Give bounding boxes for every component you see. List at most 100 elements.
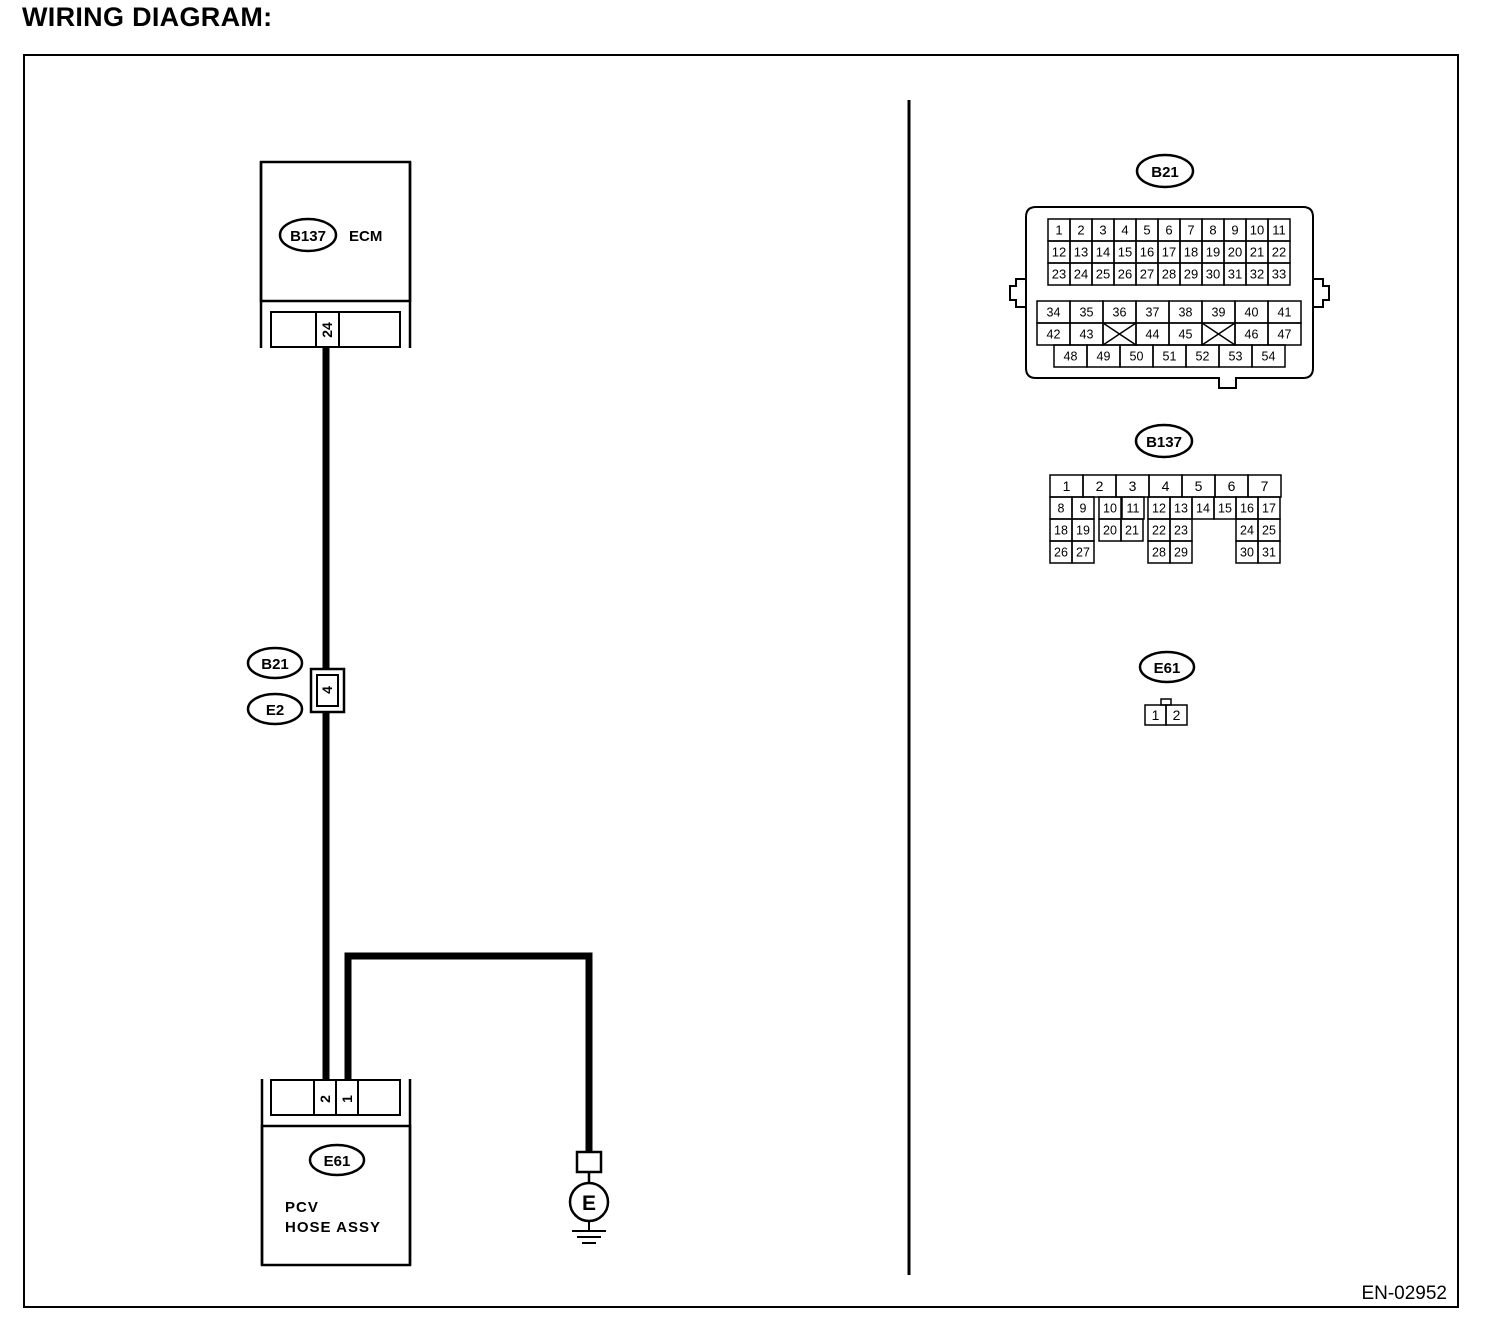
pin-number: 18 bbox=[1184, 245, 1198, 260]
ecm-name: ECM bbox=[349, 228, 382, 245]
ecm-block: B137 ECM 24 bbox=[259, 160, 412, 348]
e61-badge bbox=[1138, 650, 1196, 684]
pin-number: 2 bbox=[1077, 223, 1084, 238]
pin-number: 12 bbox=[1152, 502, 1166, 516]
blocked-pin-cross bbox=[1201, 322, 1236, 346]
pin-number: 38 bbox=[1179, 306, 1193, 320]
pin-number: 28 bbox=[1162, 267, 1176, 282]
joint-bottom-badge bbox=[246, 692, 304, 726]
pin-number: 49 bbox=[1097, 350, 1111, 364]
pin-number: 39 bbox=[1212, 306, 1226, 320]
pin-number: 24 bbox=[1240, 524, 1254, 538]
pin-number: 15 bbox=[1218, 502, 1232, 516]
pcv-connector-badge bbox=[308, 1143, 366, 1177]
pin-number: 53 bbox=[1229, 350, 1243, 364]
pin-cell bbox=[1169, 540, 1193, 564]
pcv-name-line1: PCV bbox=[285, 1199, 319, 1216]
pin-cell bbox=[1267, 262, 1291, 286]
pin-number: 6 bbox=[1228, 478, 1236, 494]
pin-number: 43 bbox=[1080, 328, 1094, 342]
pin-number: 17 bbox=[1262, 502, 1276, 516]
ground-label: E bbox=[582, 1192, 596, 1215]
joint-pin-label: 4 bbox=[319, 686, 335, 694]
pin-number: 16 bbox=[1240, 502, 1254, 516]
pin-number: 5 bbox=[1143, 223, 1150, 238]
pin-number: 45 bbox=[1179, 328, 1193, 342]
pin-number: 32 bbox=[1250, 267, 1264, 282]
b137-badge bbox=[1134, 423, 1194, 459]
pin-number: 6 bbox=[1165, 223, 1172, 238]
pcv-name-line2: HOSE ASSY bbox=[285, 1219, 381, 1236]
pin-number: 20 bbox=[1228, 245, 1242, 260]
pin-number: 30 bbox=[1240, 546, 1254, 560]
pin-number: 2 bbox=[1096, 478, 1104, 494]
pin-number: 24 bbox=[1074, 267, 1088, 282]
wires bbox=[322, 347, 593, 1152]
pin-number: 52 bbox=[1196, 350, 1210, 364]
pin-number: 1 bbox=[1055, 223, 1062, 238]
pin-number: 28 bbox=[1152, 546, 1166, 560]
pcv-connector-label: E61 bbox=[324, 1153, 351, 1170]
pin-cell bbox=[1071, 540, 1095, 564]
blocked-pin-cross bbox=[1102, 322, 1137, 346]
pin-number: 1 bbox=[1063, 478, 1071, 494]
joint-bottom-label: E2 bbox=[266, 702, 284, 719]
pin-cell bbox=[1257, 540, 1281, 564]
pin-number: 22 bbox=[1152, 524, 1166, 538]
pin-number: 40 bbox=[1245, 306, 1259, 320]
pin-number: 11 bbox=[1272, 223, 1286, 238]
pin-number: 48 bbox=[1064, 350, 1078, 364]
joint-top-badge bbox=[246, 646, 304, 680]
pin-number: 3 bbox=[1129, 478, 1137, 494]
pin-number: 30 bbox=[1206, 267, 1220, 282]
pin-number: 8 bbox=[1058, 502, 1065, 516]
pin-number: 3 bbox=[1099, 223, 1106, 238]
pin-number: 1 bbox=[1152, 707, 1160, 723]
pin-number: 10 bbox=[1250, 223, 1264, 238]
pin-number: 19 bbox=[1206, 245, 1220, 260]
pcv-pin-label-1: 1 bbox=[339, 1095, 355, 1103]
pin-number: 35 bbox=[1080, 306, 1094, 320]
pin-number: 4 bbox=[1162, 478, 1170, 494]
e61-label: E61 bbox=[1154, 660, 1181, 677]
pin-number: 13 bbox=[1174, 502, 1188, 516]
pin-number: 31 bbox=[1262, 546, 1276, 560]
pin-number: 46 bbox=[1245, 328, 1259, 342]
pin-number: 26 bbox=[1118, 267, 1132, 282]
joint-top-label: B21 bbox=[261, 656, 289, 673]
figure-id: EN-02952 bbox=[1361, 1283, 1447, 1304]
pin-cell bbox=[1251, 344, 1286, 368]
ecm-connector-badge bbox=[278, 217, 338, 253]
pin-number: 16 bbox=[1140, 245, 1154, 260]
pin-number: 20 bbox=[1103, 524, 1117, 538]
pin-number: 27 bbox=[1140, 267, 1154, 282]
pin-number: 7 bbox=[1187, 223, 1194, 238]
pin-number: 25 bbox=[1096, 267, 1110, 282]
pin-number: 31 bbox=[1228, 267, 1242, 282]
ecm-connector-label: B137 bbox=[290, 228, 326, 245]
pin-number: 33 bbox=[1272, 267, 1286, 282]
pin-number: 9 bbox=[1080, 502, 1087, 516]
pin-number: 7 bbox=[1261, 478, 1269, 494]
pin-number: 19 bbox=[1076, 524, 1090, 538]
pin-number: 37 bbox=[1146, 306, 1160, 320]
pin-number: 47 bbox=[1278, 328, 1292, 342]
pin-number: 29 bbox=[1174, 546, 1188, 560]
pin-number: 51 bbox=[1163, 350, 1177, 364]
ecm-pin-label: 24 bbox=[319, 322, 335, 338]
wire-pcv-to-ground bbox=[344, 952, 593, 1152]
ground-symbol: E bbox=[568, 1150, 610, 1244]
pin-number: 14 bbox=[1096, 245, 1110, 260]
pin-number: 13 bbox=[1074, 245, 1088, 260]
pin-number: 10 bbox=[1103, 502, 1117, 516]
b21-label: B21 bbox=[1151, 164, 1179, 181]
pin-number: 26 bbox=[1054, 546, 1068, 560]
pin-number: 17 bbox=[1162, 245, 1176, 260]
pin-number: 29 bbox=[1184, 267, 1198, 282]
pin-number: 44 bbox=[1146, 328, 1160, 342]
pin-number: 23 bbox=[1052, 267, 1066, 282]
